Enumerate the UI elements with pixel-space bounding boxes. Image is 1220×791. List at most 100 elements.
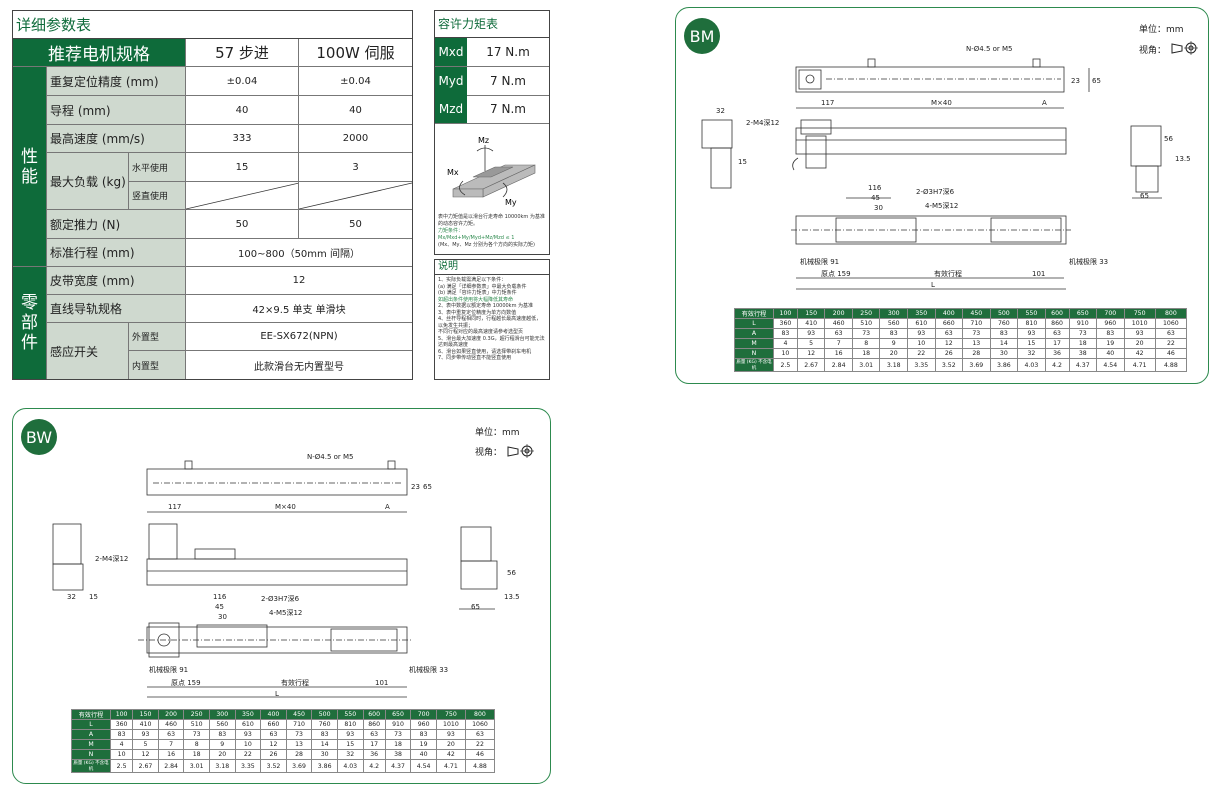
dim-table-header: A bbox=[71, 729, 111, 740]
dim-a: A bbox=[385, 503, 390, 511]
notes-box: 说明 1、实际负载需满足以下条件： (a) 满足「详细参数表」中最大负载条件 (… bbox=[434, 259, 550, 380]
torque-row-myd: Myd 7 N.m bbox=[435, 67, 549, 96]
dim-table-cell: 73 bbox=[285, 729, 313, 740]
dim-table-header: L bbox=[734, 318, 774, 329]
dim-table-cell: 460 bbox=[824, 318, 853, 329]
torque-key: Mzd bbox=[435, 95, 467, 123]
dim-117: 117 bbox=[821, 99, 834, 107]
dim-table-cell: 3.52 bbox=[260, 759, 287, 773]
dim-table-cell: 910 bbox=[1068, 318, 1098, 329]
dim-table-header: N bbox=[734, 348, 774, 359]
dim-table-cell: 46 bbox=[464, 749, 496, 760]
dim-30: 30 bbox=[874, 204, 883, 212]
notes-title: 说明 bbox=[435, 260, 549, 275]
dim-table-cell: 1060 bbox=[464, 719, 496, 730]
dim-table-cell: 63 bbox=[1154, 328, 1188, 339]
na-slash bbox=[299, 182, 412, 209]
dim-table-cell: 73 bbox=[962, 328, 991, 339]
dim-table-cell: 63 bbox=[1044, 328, 1070, 339]
dim-table-cell: 30 bbox=[311, 749, 338, 760]
dim-pin: 2-Ø3H7深6 bbox=[916, 187, 955, 196]
dim-hole: N-Ø4.5 or M5 bbox=[307, 453, 354, 461]
group-parts: 零 部 件 bbox=[13, 267, 47, 379]
dim-15: 15 bbox=[738, 158, 747, 166]
dim-table-cell: 510 bbox=[183, 719, 210, 730]
my-label: My bbox=[505, 198, 517, 207]
dim-table-cell: 4.71 bbox=[435, 759, 466, 773]
dim-m4: 2-M4深12 bbox=[746, 118, 779, 127]
dim-table-cell: 4.54 bbox=[410, 759, 437, 773]
dim-30: 30 bbox=[218, 613, 227, 621]
dim-table-cell: 600 bbox=[1044, 308, 1070, 319]
row-lead-label: 导程 (mm) bbox=[47, 96, 186, 125]
dim-table-cell: 12 bbox=[260, 739, 287, 750]
dim-table-cell: 200 bbox=[157, 709, 185, 720]
projection-symbol-icon bbox=[1171, 41, 1198, 55]
dim-table-cell: 73 bbox=[851, 328, 881, 339]
row-thrust-v1: 50 bbox=[186, 210, 299, 239]
dim-table-cell: 73 bbox=[384, 729, 412, 740]
dim-table-cell: 83 bbox=[311, 729, 338, 740]
mx-label: Mx bbox=[447, 168, 459, 177]
dim-origin: 原点 159 bbox=[821, 270, 851, 278]
row-sensor-v2: 此款滑台无内置型号 bbox=[186, 351, 412, 379]
dim-table-cell: 7 bbox=[824, 338, 853, 349]
dim-table-cell: 8 bbox=[183, 739, 210, 750]
dim-table-cell: 350 bbox=[906, 308, 936, 319]
dim-table-header: 有效行程 bbox=[71, 709, 111, 720]
dim-table-cell: 4.88 bbox=[1154, 358, 1188, 372]
dim-table-cell: 93 bbox=[435, 729, 466, 740]
dim-45: 45 bbox=[871, 194, 880, 202]
dim-table-cell: 4.37 bbox=[384, 759, 412, 773]
dim-table-cell: 3.69 bbox=[962, 358, 991, 372]
dim-table-cell: 710 bbox=[962, 318, 991, 329]
row-stroke-value: 100~800（50mm 间隔） bbox=[186, 239, 412, 267]
note-item: (a) 满足「详细参数表」中最大负载条件 bbox=[438, 283, 527, 290]
dim-table-cell: 460 bbox=[157, 719, 185, 730]
spec-title: 详细参数表 bbox=[13, 11, 412, 39]
dim-23: 23 bbox=[1071, 77, 1080, 85]
dim-table-cell: 4.88 bbox=[464, 759, 496, 773]
dim-l: L bbox=[275, 690, 279, 698]
dim-table-cell: 560 bbox=[208, 719, 236, 730]
dim-table-cell: 150 bbox=[796, 308, 826, 319]
dim-table-cell: 63 bbox=[260, 729, 287, 740]
dim-15: 15 bbox=[89, 593, 98, 601]
dim-table-cell: 22 bbox=[464, 739, 496, 750]
dim-table-cell: 510 bbox=[851, 318, 881, 329]
dim-32: 32 bbox=[67, 593, 76, 601]
dim-table-cell: 3.01 bbox=[183, 759, 210, 773]
row-sensor-v1: EE-SX672(NPN) bbox=[186, 323, 412, 351]
dim-table-cell: 83 bbox=[109, 729, 134, 740]
dim-table-cell: 12 bbox=[796, 348, 826, 359]
dim-table-header: L bbox=[71, 719, 111, 730]
dim-mx40: M×40 bbox=[931, 99, 952, 107]
dim-table-cell: 610 bbox=[906, 318, 936, 329]
dim-mech91: 机械极限 91 bbox=[800, 257, 839, 266]
dim-table-cell: 2.84 bbox=[157, 759, 185, 773]
mz-label: Mz bbox=[478, 136, 489, 145]
dim-table-header: M bbox=[71, 739, 111, 750]
dim-table-cell: 14 bbox=[311, 739, 338, 750]
dim-table-cell: 12 bbox=[934, 338, 964, 349]
note-item: 6、滑台如果竖直使用，请选择带刹车电机 bbox=[438, 348, 532, 355]
dim-45: 45 bbox=[215, 603, 224, 611]
note-item: 3、表中重复定位精度为单方向数值 bbox=[438, 309, 517, 316]
note-item: 4、丝杆导程相同时，行程越长最高速度越低，以免发生共振； bbox=[438, 316, 542, 329]
dim-table-cell: 960 bbox=[1096, 318, 1125, 329]
dim-table-cell: 93 bbox=[796, 328, 826, 339]
dim-table-cell: 360 bbox=[109, 719, 134, 730]
dim-a: A bbox=[1042, 99, 1047, 107]
dim-table-cell: 4.03 bbox=[1017, 358, 1046, 372]
dim-117: 117 bbox=[168, 503, 181, 511]
dim-table-cell: 16 bbox=[824, 348, 853, 359]
dim-table-cell: 19 bbox=[410, 739, 437, 750]
dim-table-cell: 300 bbox=[208, 709, 236, 720]
dim-table-cell: 150 bbox=[132, 709, 159, 720]
torque-key: Myd bbox=[435, 67, 467, 95]
projection-symbol-icon bbox=[507, 444, 534, 458]
dim-eff: 有效行程 bbox=[281, 678, 309, 687]
row-thrust-v2: 50 bbox=[299, 210, 412, 239]
dim-table-cell: 93 bbox=[906, 328, 936, 339]
